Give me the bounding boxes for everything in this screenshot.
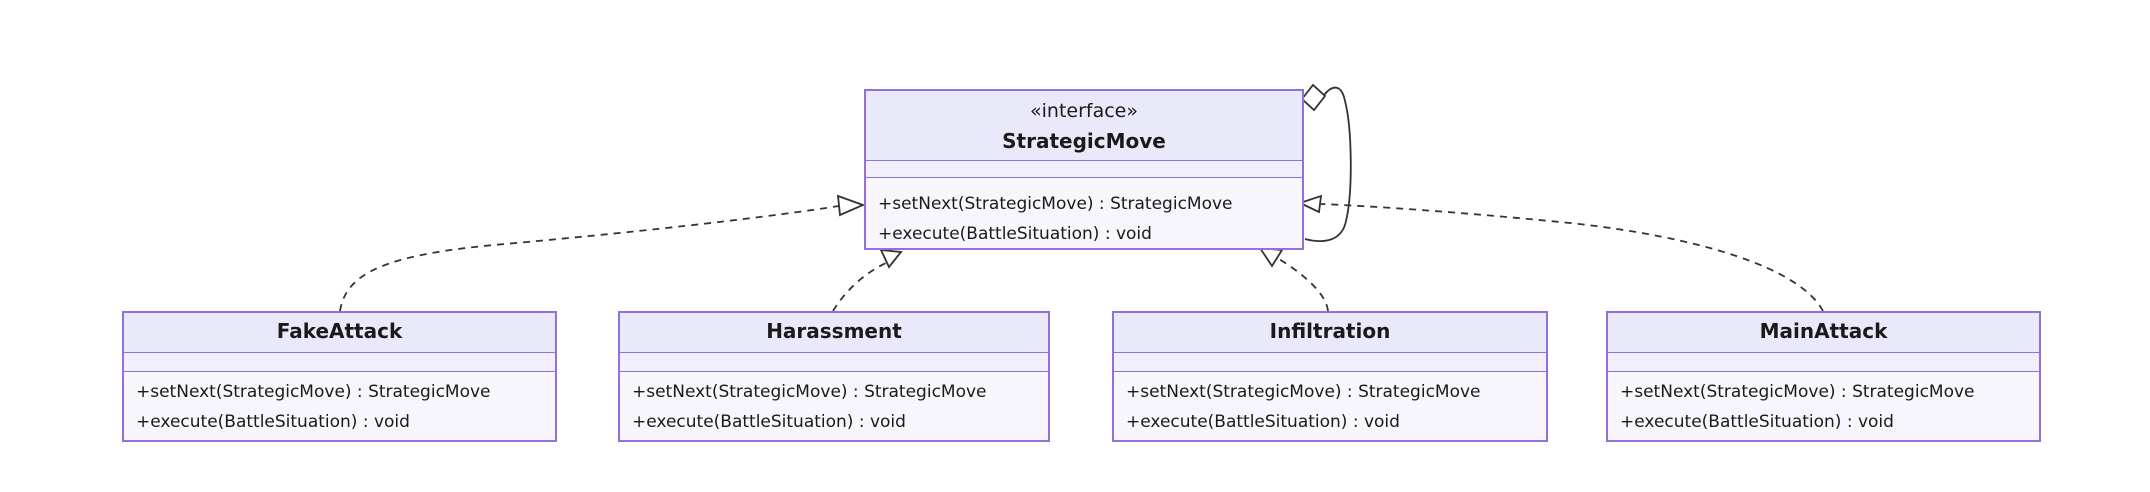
method-entry: +execute(BattleSituation) : void — [632, 412, 906, 432]
class-node-mainattack: MainAttack +setNext(StrategicMove) : Str… — [1606, 311, 2041, 442]
aggregation-diamond-icon — [1300, 83, 1327, 112]
realization-arrowhead-icon-fakeattack — [836, 194, 866, 217]
node-title: Infiltration — [1114, 313, 1546, 352]
method-entry: +execute(BattleSituation) : void — [1126, 412, 1400, 432]
method-entry: +setNext(StrategicMove) : StrategicMove — [1126, 382, 1481, 402]
realization-edge-harassment — [832, 259, 894, 312]
method-entry: +execute(BattleSituation) : void — [1620, 412, 1894, 432]
class-node-harassment: Harassment +setNext(StrategicMove) : Str… — [618, 311, 1050, 442]
methods-section: +setNext(StrategicMove) : StrategicMove … — [620, 372, 1048, 440]
attributes-section — [124, 352, 555, 372]
attributes-section — [1114, 352, 1546, 372]
interface-name: StrategicMove — [1002, 129, 1166, 153]
class-node-strategicmove: «interface» StrategicMove +setNext(Strat… — [864, 89, 1304, 250]
realization-edge-mainattack — [1320, 203, 1824, 312]
class-node-infiltration: Infiltration +setNext(StrategicMove) : S… — [1112, 311, 1548, 442]
realization-arrowhead-icon-mainattack — [1297, 194, 1323, 214]
class-name: FakeAttack — [276, 319, 403, 343]
attributes-section — [1608, 352, 2039, 372]
class-name: MainAttack — [1759, 319, 1888, 343]
realization-edge-infiltration — [1278, 258, 1329, 312]
realization-edge-fakeattack — [339, 205, 840, 312]
methods-section: +setNext(StrategicMove) : StrategicMove … — [1114, 372, 1546, 440]
node-title: FakeAttack — [124, 313, 555, 352]
attributes-section — [866, 160, 1302, 178]
method-entry: +setNext(StrategicMove) : StrategicMove — [136, 382, 491, 402]
method-entry: +execute(BattleSituation) : void — [878, 224, 1152, 244]
self-association-edge — [1304, 86, 1352, 243]
methods-section: +setNext(StrategicMove) : StrategicMove … — [124, 372, 555, 440]
method-entry: +execute(BattleSituation) : void — [136, 412, 410, 432]
node-title: MainAttack — [1608, 313, 2039, 352]
methods-section: +setNext(StrategicMove) : StrategicMove … — [866, 178, 1302, 248]
methods-section: +setNext(StrategicMove) : StrategicMove … — [1608, 372, 2039, 440]
node-title: Harassment — [620, 313, 1048, 352]
method-entry: +setNext(StrategicMove) : StrategicMove — [878, 194, 1233, 214]
class-node-fakeattack: FakeAttack +setNext(StrategicMove) : Str… — [122, 311, 557, 442]
realization-arrowhead-icon-harassment — [879, 248, 903, 269]
attributes-section — [620, 352, 1048, 372]
realization-arrowhead-icon-infiltration — [1258, 246, 1284, 268]
interface-stereotype: «interface» — [1030, 100, 1138, 122]
class-name: Infiltration — [1269, 319, 1391, 343]
node-title: «interface» StrategicMove — [866, 91, 1302, 160]
class-name: Harassment — [766, 319, 902, 343]
method-entry: +setNext(StrategicMove) : StrategicMove — [632, 382, 987, 402]
method-entry: +setNext(StrategicMove) : StrategicMove — [1620, 382, 1975, 402]
